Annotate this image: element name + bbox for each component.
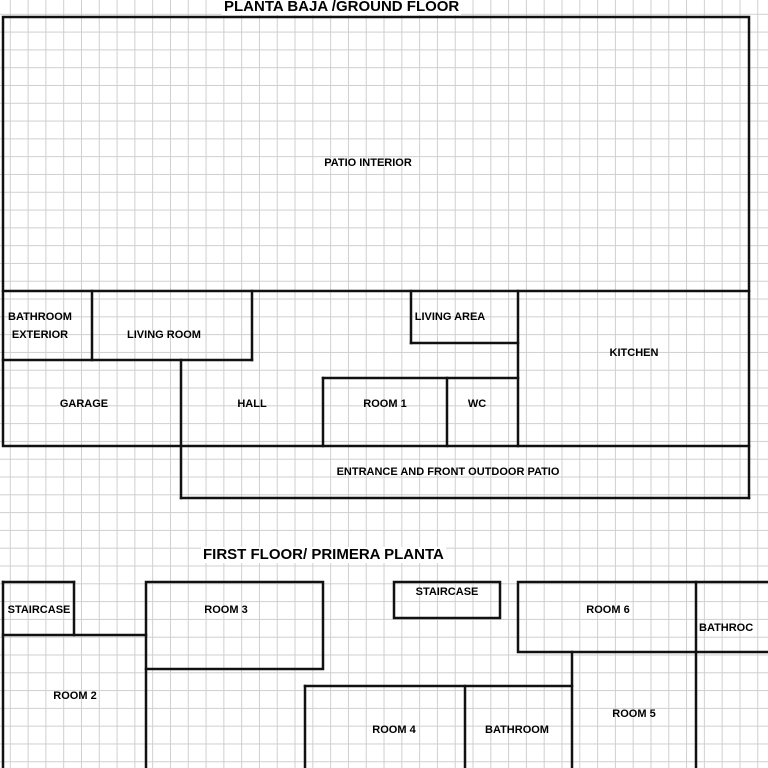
room-label-room-2: ROOM 2 [53,690,97,702]
wall-ff-room6 [516,580,698,654]
room-label-bathroom-right: BATHROC [699,622,754,634]
room-label-entrance: ENTRANCE AND FRONT OUTDOOR PATIO [336,466,560,478]
room-label-staircase-center: STAIRCASE [415,586,479,598]
room-label-hall: HALL [237,398,267,410]
room-label-room-4: ROOM 4 [372,724,416,736]
room-label-room-6: ROOM 6 [586,604,630,616]
room-label-kitchen: KITCHEN [609,347,659,359]
room-label-staircase-left: STAIRCASE [7,604,71,616]
room-label-wc: WC [467,398,487,410]
room-label-bathroom: BATHROOM [485,724,549,736]
room-label-room-1: ROOM 1 [363,398,407,410]
wall-ff-staircase-center [392,580,502,620]
room-label-living-room: LIVING ROOM [127,329,201,341]
room-label-room-3: ROOM 3 [204,604,248,616]
wall-ff-room3 [144,580,325,671]
room-label-bathroom-exterior: BATHROOM EXTERIOR [8,311,72,341]
first-floor-title: FIRST FLOOR/ PRIMERA PLANTA [201,546,446,563]
ground-floor-title: PLANTA BAJA /GROUND FLOOR [222,0,462,15]
room-label-living-area: LIVING AREA [414,311,486,323]
room-label-room-5: ROOM 5 [612,708,656,720]
room-label-garage: GARAGE [59,398,109,410]
wall-ground-outer [1,15,751,448]
room-label-patio-interior: PATIO INTERIOR [324,157,412,169]
